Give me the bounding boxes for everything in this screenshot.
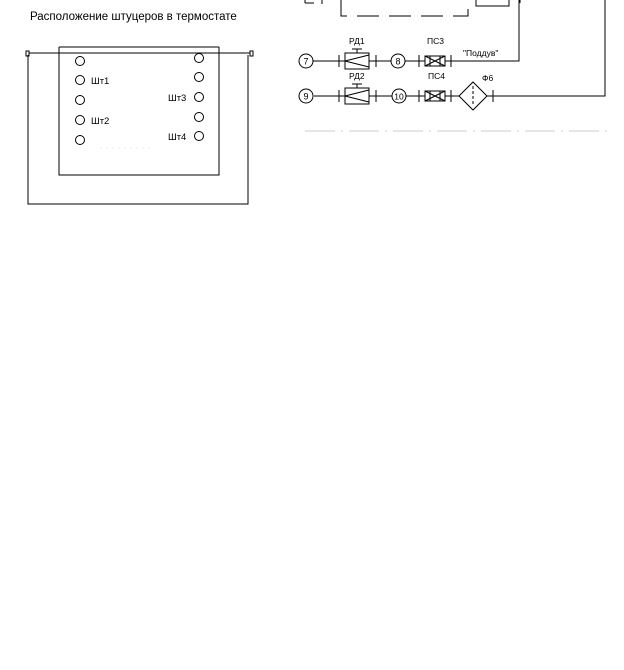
rd1-label: РД1 [349, 36, 365, 46]
fitting-label-sht4: Шт4 [168, 132, 186, 143]
valve-ps4 [424, 90, 446, 102]
rd2-diagonal-2 [344, 95, 370, 103]
fitting-hole-left-2 [75, 75, 85, 85]
node-8-label: 8 [395, 57, 400, 67]
thermostat-lid-right-tab [249, 50, 254, 57]
valve-ps3 [424, 55, 446, 67]
f6-label: Ф6 [482, 73, 493, 83]
thermostat-layout [25, 46, 254, 205]
filter-f6 [458, 81, 488, 111]
rd1-diagonal-2 [344, 60, 370, 68]
fitting-hole-left-5 [75, 135, 85, 145]
node-9-circle [298, 88, 314, 104]
blow-line [452, 0, 520, 62]
fitting-label-sht1: Шт1 [91, 76, 109, 87]
node-7: 7 [298, 53, 314, 69]
pressure-regulator-rd2 [344, 83, 370, 105]
rd1-diagonal [344, 54, 370, 62]
fitting-hole-left-3 [75, 95, 85, 105]
fitting-hole-left-4 [75, 115, 85, 125]
fitting-hole-right-1 [194, 53, 204, 63]
ps4-label: ПС4 [428, 71, 445, 81]
fitting-label-sht3: Шт3 [168, 93, 186, 104]
pressure-regulator-rd1 [344, 48, 370, 70]
upper-block-fragment [304, 0, 521, 17]
node-8: 8 [390, 53, 406, 69]
node-10: 10 [391, 88, 407, 104]
node-8-circle [390, 53, 406, 69]
thermostat-outer-body [27, 55, 249, 205]
ps3-label: ПС3 [427, 36, 444, 46]
fitting-label-sht2: Шт2 [91, 116, 109, 127]
rd2-label: РД2 [349, 71, 365, 81]
node-9: 9 [298, 88, 314, 104]
rd2-diagonal [344, 89, 370, 97]
upper-block-dashed-outline [340, 0, 469, 17]
fitting-hole-right-4 [194, 112, 204, 122]
fitting-hole-right-2 [194, 72, 204, 82]
node-7-circle [298, 53, 314, 69]
ps3-cross-2 [424, 55, 446, 67]
ps4-cross-2 [424, 90, 446, 102]
blow-line-label: "Поддув" [463, 48, 498, 58]
node-10-label: 10 [394, 92, 404, 102]
return-line [499, 0, 606, 97]
fitting-hole-right-5 [194, 131, 204, 141]
thermostat-layout-title: Расположение штуцеров в термостате [30, 11, 237, 23]
node-9-label: 9 [303, 92, 308, 102]
fitting-hole-left-1 [75, 56, 85, 66]
node-7-label: 7 [303, 57, 308, 67]
fitting-hole-right-3 [194, 92, 204, 102]
node-10-circle [391, 88, 407, 104]
thermostat-inner-chamber [58, 47, 220, 176]
upper-block-right-box [475, 0, 510, 7]
